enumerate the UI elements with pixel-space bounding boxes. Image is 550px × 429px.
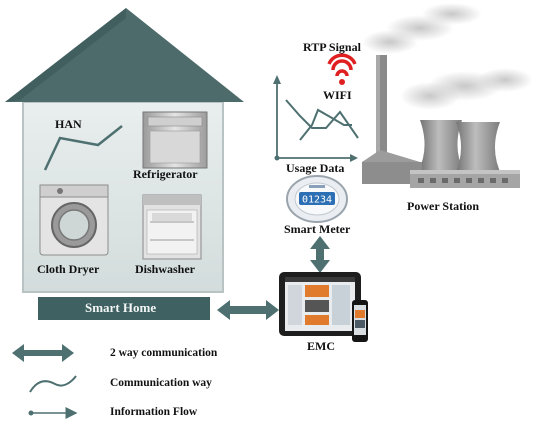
tablet-icon bbox=[279, 272, 361, 336]
smart-meter-label: Smart Meter bbox=[284, 222, 351, 236]
refrigerator-icon bbox=[142, 111, 208, 169]
phone-icon bbox=[352, 300, 368, 342]
rtp-price-curve bbox=[285, 99, 359, 139]
house-roof bbox=[5, 8, 244, 102]
smart-home-label: Smart Home bbox=[85, 300, 157, 315]
meter-reading: 01234 bbox=[302, 195, 332, 206]
usage-curve bbox=[299, 108, 352, 141]
han-label: HAN bbox=[55, 117, 82, 131]
refrigerator-label: Refrigerator bbox=[133, 167, 198, 181]
power-station-label: Power Station bbox=[407, 199, 480, 213]
house-roof-shade bbox=[5, 8, 126, 102]
two-way-arrow-meter-emc bbox=[310, 236, 330, 273]
smart-meter-icon: 01234 bbox=[286, 175, 348, 223]
legend-text-information-flow: Information Flow bbox=[110, 406, 198, 418]
emc-label: EMC bbox=[307, 339, 335, 353]
han-communication-curve bbox=[43, 125, 123, 171]
legend-double-arrow-symbol bbox=[12, 344, 74, 362]
usage-data-label: Usage Data bbox=[286, 161, 345, 175]
legend-text-communication-way: Communication way bbox=[110, 377, 212, 389]
two-way-arrow-home-emc bbox=[217, 300, 279, 320]
cloth-dryer-label: Cloth Dryer bbox=[37, 262, 100, 276]
power-station-icon bbox=[362, 3, 533, 188]
dishwasher-label: Dishwasher bbox=[135, 262, 196, 276]
wifi-signal-icon bbox=[327, 53, 357, 85]
smart-home-bar bbox=[38, 297, 210, 320]
wifi-label: WIFI bbox=[323, 88, 352, 102]
rtp-signal-label: RTP Signal bbox=[303, 40, 361, 54]
usage-chart bbox=[273, 75, 359, 162]
dishwasher-icon bbox=[142, 194, 202, 260]
cloth-dryer-icon bbox=[39, 184, 109, 256]
legend bbox=[12, 344, 78, 419]
legend-curve-symbol bbox=[29, 375, 77, 393]
legend-text-2way: 2 way communication bbox=[110, 347, 218, 359]
